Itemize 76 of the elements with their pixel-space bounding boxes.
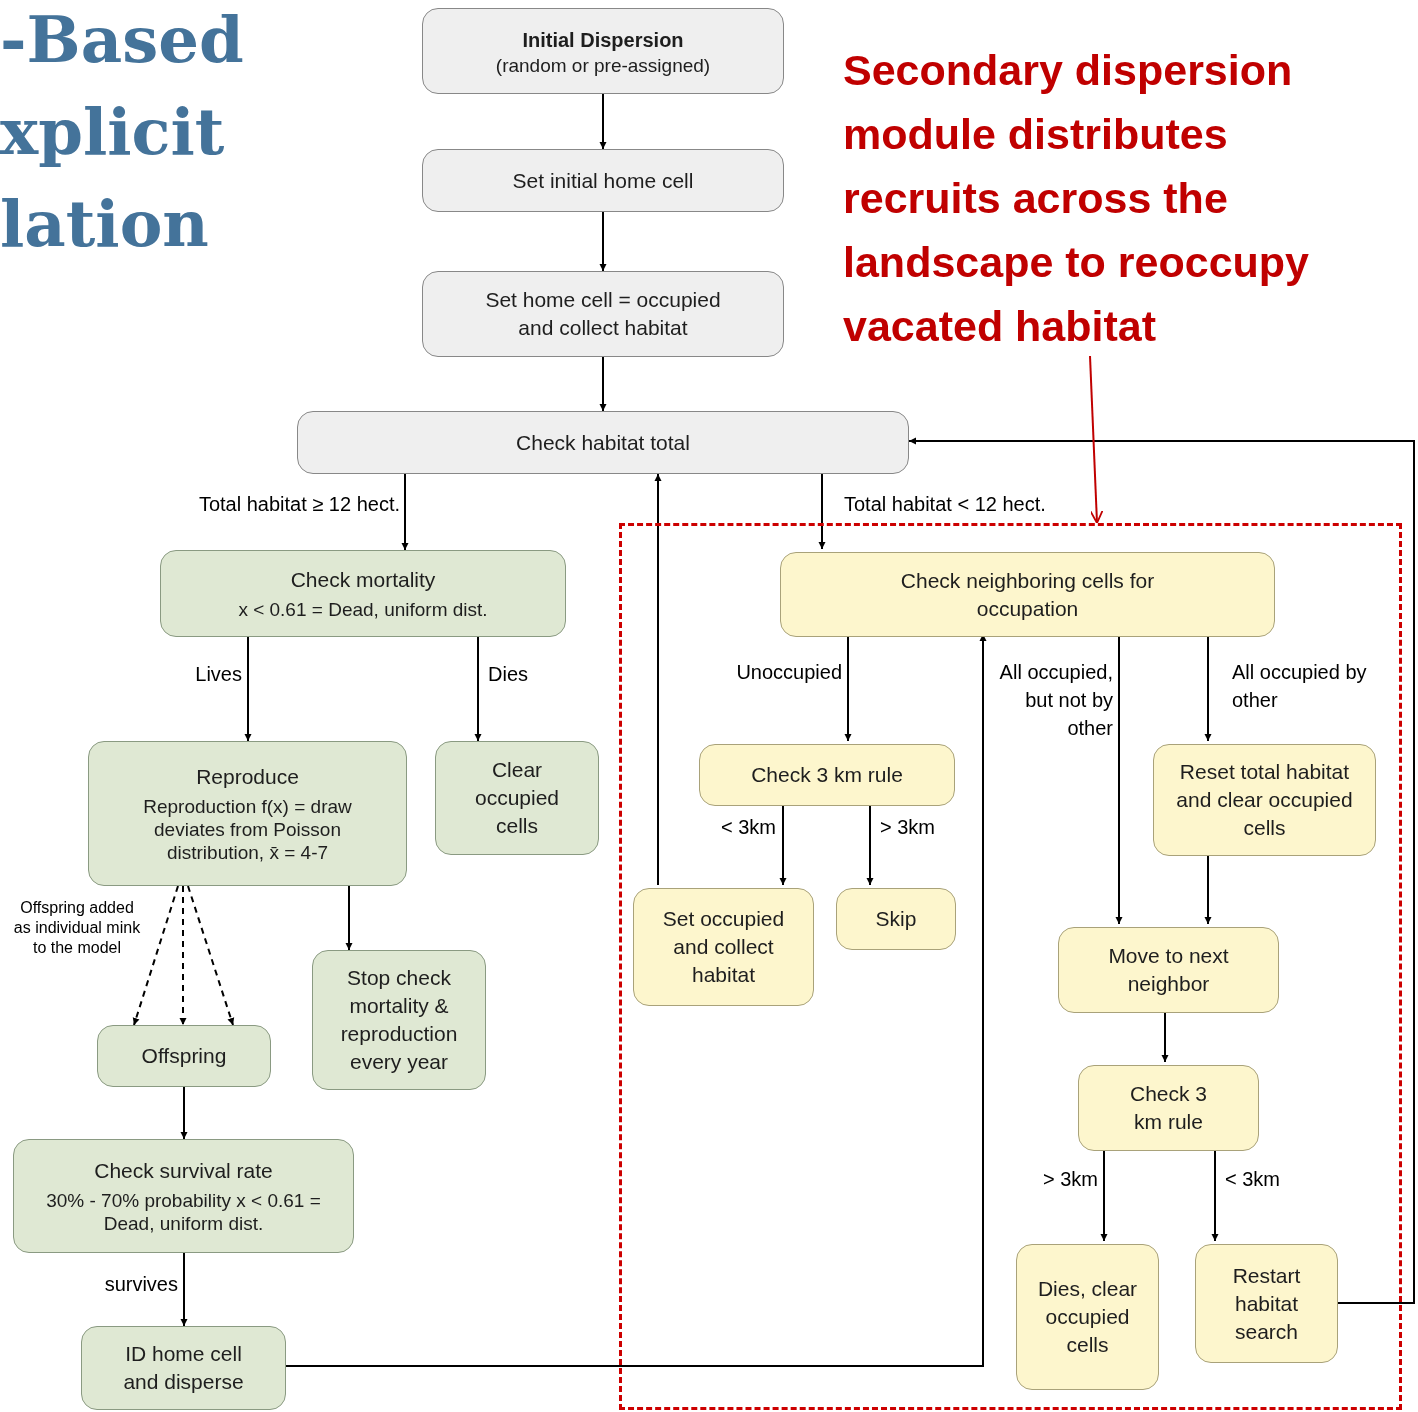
box-text: Move to next neighbor — [1107, 943, 1230, 997]
arrow — [908, 437, 1415, 1304]
box-text: Skip — [875, 906, 917, 932]
process-box — [312, 950, 486, 1090]
process-box — [780, 552, 1275, 637]
box-text: Set initial home cell — [512, 167, 694, 194]
arrow — [345, 885, 353, 951]
box-heading: Initial Dispersion — [522, 27, 684, 53]
arrow — [1089, 355, 1104, 524]
process-box — [1195, 1244, 1338, 1363]
process-box — [633, 888, 814, 1006]
process-box — [699, 744, 955, 806]
box-heading: Check mortality — [290, 567, 436, 593]
edge-label: Unoccupied — [735, 660, 842, 685]
process-box — [1016, 1244, 1159, 1390]
process-box — [422, 8, 784, 94]
arrow — [599, 211, 607, 272]
process-box — [88, 741, 407, 886]
arrow — [401, 473, 409, 551]
process-box — [1058, 927, 1279, 1013]
process-box — [836, 888, 956, 950]
process-box — [297, 411, 909, 474]
arrow — [179, 885, 187, 1026]
arrow — [244, 636, 252, 742]
annotation-text: Secondary dispersion module distributes recruits across the landscape to reoccupy vacated habitat — [843, 38, 1373, 356]
box-text: Set home cell = occupied and collect habitat — [484, 287, 722, 341]
process-box — [97, 1025, 271, 1087]
box-text: Restart habitat search — [1231, 1262, 1302, 1345]
box-text: Check 3 km rule — [751, 762, 903, 788]
box-text: Offspring — [141, 1043, 227, 1069]
dashed-region — [619, 523, 1402, 1410]
box-text: 30% - 70% probability x < 0.61 = Dead, uniform dist. — [45, 1189, 322, 1235]
box-heading: Check survival rate — [94, 1158, 273, 1184]
arrow — [599, 93, 607, 150]
arrow — [818, 473, 826, 550]
box-text: (random or pre-assigned) — [495, 53, 711, 77]
process-box — [160, 550, 566, 637]
box-text: Check neighboring cells for occupation — [899, 567, 1156, 622]
arrow — [180, 1086, 188, 1140]
box-heading: Reproduce — [196, 764, 299, 790]
arrow — [180, 1252, 188, 1327]
arrow — [474, 636, 482, 742]
edge-label: Lives — [194, 662, 242, 687]
arrow — [187, 885, 235, 1026]
arrow — [132, 885, 179, 1026]
box-text: Dies, clear occupied cells — [1037, 1276, 1138, 1358]
process-box — [1078, 1065, 1259, 1151]
edge-label: survives — [103, 1272, 178, 1297]
process-box — [422, 271, 784, 357]
process-box — [81, 1326, 286, 1410]
slide-title: -Based xplicit lation — [0, 1, 245, 263]
edge-label: Dies — [488, 662, 529, 687]
edge-label: > 3km — [1041, 1167, 1098, 1192]
box-text: Reproduction f(x) = draw deviates from Poisson distribution, x̄ = 4-7 — [142, 795, 353, 864]
edge-label: All occupied by other — [1232, 660, 1368, 713]
process-box — [422, 149, 784, 212]
edge-label: < 3km — [1225, 1167, 1282, 1192]
box-text: Reset total habitat and clear occupied cells — [1175, 759, 1354, 841]
box-text: Stop check mortality & reproduction every year — [339, 965, 459, 1075]
arrow — [599, 356, 607, 412]
process-box — [435, 741, 599, 855]
edge-label: Offspring added as individual mink to the model — [12, 898, 142, 958]
box-text: ID home cell and disperse — [122, 1341, 245, 1395]
box-text: Check habitat total — [516, 429, 690, 456]
box-text: Set occupied and collect habitat — [661, 906, 786, 988]
edge-label: Total habitat ≥ 12 hect. — [197, 492, 400, 517]
process-box — [1153, 744, 1376, 856]
edge-label: Total habitat < 12 hect. — [844, 492, 1047, 517]
box-text: x < 0.61 = Dead, uniform dist. — [238, 598, 488, 621]
box-text: Clear occupied cells — [473, 757, 561, 839]
arrow — [654, 473, 662, 886]
process-box — [13, 1139, 354, 1253]
box-text: Check 3 km rule — [1128, 1081, 1208, 1135]
edge-label: < 3km — [719, 815, 776, 840]
edge-label: > 3km — [880, 815, 937, 840]
edge-label: All occupied, but not by other — [998, 660, 1113, 741]
